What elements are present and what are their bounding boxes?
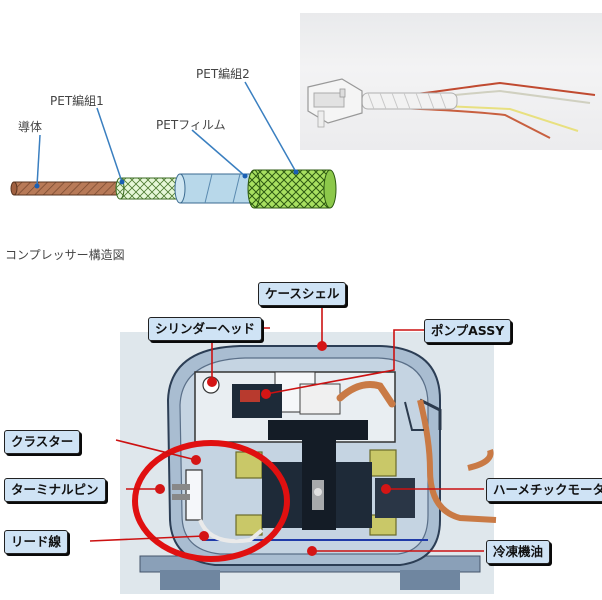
callout-lead-wire: リード線 <box>4 530 69 554</box>
conductor-label: 導体 <box>18 120 43 134</box>
callout-case-shell: ケースシェル <box>258 282 347 306</box>
callout-hermetic-motor: ハーメチックモータ <box>486 478 602 502</box>
callout-cluster: クラスター <box>4 430 81 454</box>
cable-leader-lines <box>36 81 297 187</box>
pet-film-label: PETフィルム <box>156 118 226 132</box>
callout-cylinder-head: シリンダーヘッド <box>148 317 263 341</box>
callout-terminal-pin: ターミナルピン <box>4 478 106 502</box>
pet-braid-2-label: PET編組2 <box>196 67 250 81</box>
callout-pump-assy: ポンプASSY <box>424 319 512 343</box>
cable-leader-dots <box>34 169 299 189</box>
pet-braid-1-layer <box>115 177 185 200</box>
conductor <box>10 181 125 196</box>
figure-caption: コンプレッサー構造図 <box>5 248 125 262</box>
pet-braid-2-layer <box>247 169 337 209</box>
pet-film-layer <box>174 173 255 204</box>
pet-braid-1-label: PET編組1 <box>50 94 104 108</box>
callout-refrigerant-oil: 冷凍機油 <box>486 540 551 564</box>
cable-photo <box>300 13 602 150</box>
